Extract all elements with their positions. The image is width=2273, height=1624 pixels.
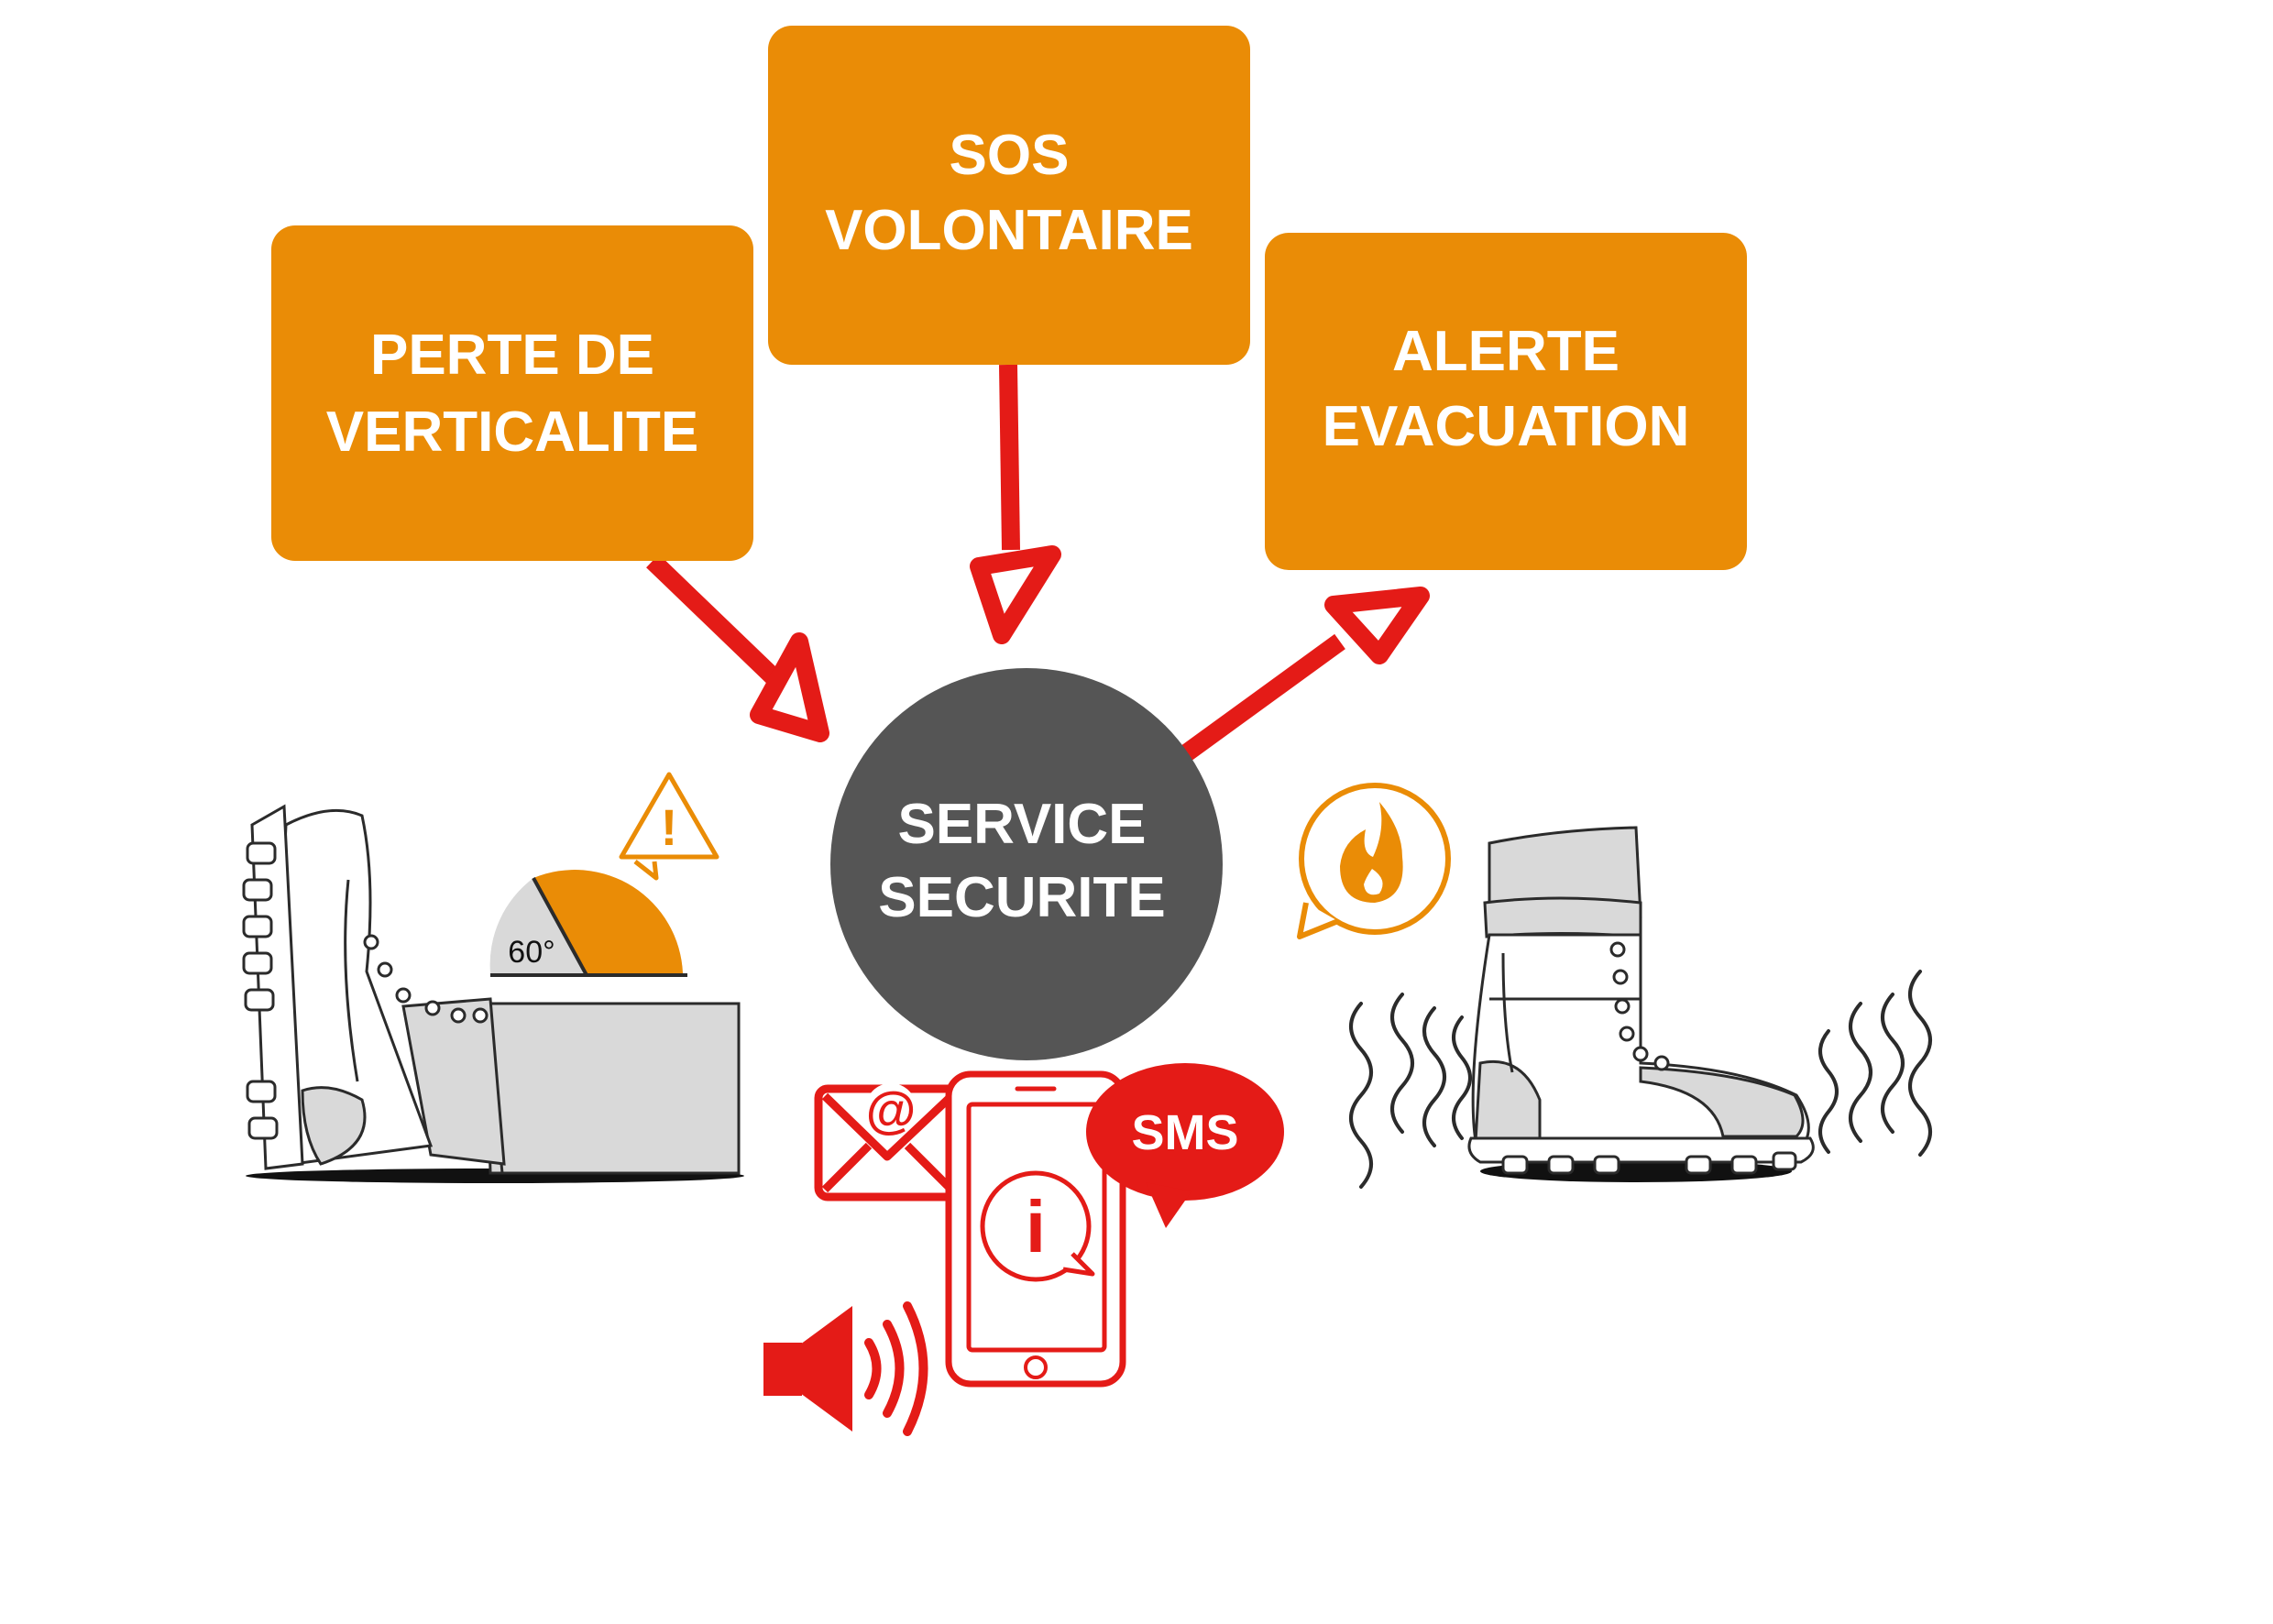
boot-fallen-icon [242,804,744,1183]
box-perte-de-verticalite: PERTE DE VERTICALITE [271,225,753,561]
warning-symbol: ! [661,798,678,856]
box-alerte-line2: EVACUATION [1323,395,1690,458]
vibration-waves-icon [1349,970,1932,1189]
fire-bubble-icon [1297,783,1451,939]
info-bubble-icon: i [980,1170,1095,1282]
box-alerte-evacuation: ALERTE EVACUATION [1265,233,1747,570]
info-symbol: i [1026,1186,1046,1267]
box-sos-line2: VOLONTAIRE [825,199,1193,262]
sms-bubble-icon: SMS [1086,1063,1284,1228]
box-sos-volontaire: SOS VOLONTAIRE [768,26,1250,365]
service-line1: SERVICE [897,793,1146,856]
arrow-perte-to-service [646,554,829,742]
speaker-icon [763,1301,928,1436]
warning-icon: ! [619,772,719,881]
service-securite-circle: SERVICE SECURITE [830,668,1223,1060]
service-line2: SECURITE [878,866,1165,929]
arrow-sos-to-service [970,364,1061,644]
email-at-symbol: @ [866,1081,917,1138]
box-sos-line1: SOS [950,124,1070,187]
angle-gauge-icon: 60° [489,870,687,977]
boot-vibration-icon [1467,826,1815,1182]
box-perte-line1: PERTE DE [370,324,654,387]
box-perte-line2: VERTICALITE [326,401,698,464]
phone-icon: i [945,1070,1126,1388]
sms-label: SMS [1131,1105,1238,1160]
arrow-service-to-alerte [1177,587,1430,764]
email-icon: @ [814,1081,962,1202]
angle-label: 60° [508,935,555,970]
box-alerte-line1: ALERTE [1392,320,1620,383]
